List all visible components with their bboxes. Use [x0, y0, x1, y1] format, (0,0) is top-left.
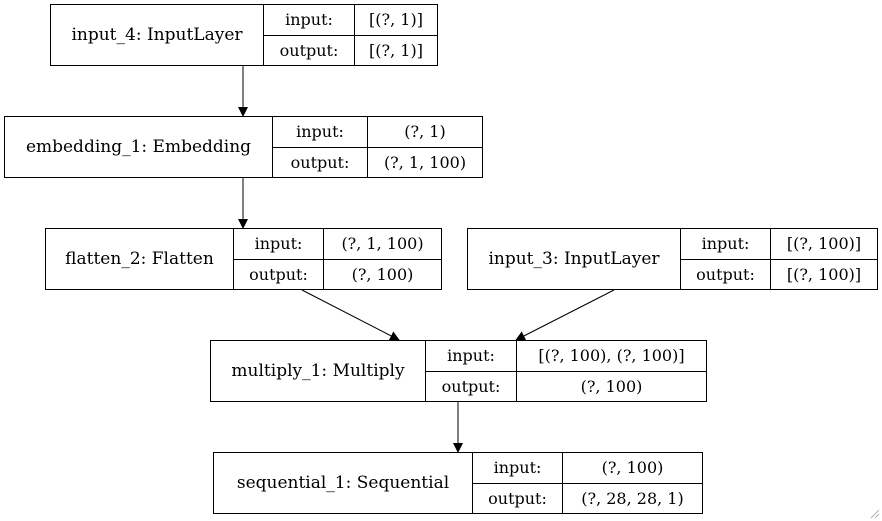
resize-grip-icon[interactable] — [870, 509, 880, 519]
input-label: input: — [681, 229, 771, 259]
input-label: input: — [426, 341, 517, 371]
input-shape: [(?, 100)] — [786, 234, 862, 254]
node-input_4: input_4: InputLayer input: [(?, 1)] outp… — [50, 4, 438, 66]
output-shape: [(?, 100)] — [786, 264, 862, 284]
output-label: output: — [273, 147, 368, 177]
node-name: sequential_1: Sequential — [214, 453, 473, 513]
output-label: output: — [681, 259, 771, 289]
input-label: input: — [273, 117, 368, 147]
input-shape: (?, 100) — [601, 458, 664, 478]
node-flatten_2: flatten_2: Flatten input: (?, 1, 100) ou… — [45, 228, 442, 290]
input-label: input: — [473, 453, 563, 483]
output-shape: (?, 1, 100) — [383, 152, 467, 172]
node-sequential_1: sequential_1: Sequential input: (?, 100)… — [213, 452, 703, 514]
output-shape: (?, 100) — [351, 264, 414, 284]
node-name: embedding_1: Embedding — [5, 117, 273, 177]
output-shape: (?, 100) — [580, 376, 643, 396]
output-label: output: — [426, 371, 517, 401]
node-name: input_3: InputLayer — [468, 229, 681, 289]
input-shape: (?, 1) — [404, 122, 446, 142]
input-shape: [(?, 100), (?, 100)] — [538, 346, 685, 366]
output-shape: (?, 28, 28, 1) — [581, 488, 684, 508]
output-label: output: — [473, 483, 563, 513]
edge-input_3-multiply_1 — [515, 289, 615, 341]
node-name: flatten_2: Flatten — [46, 229, 234, 289]
input-label: input: — [234, 229, 324, 259]
input-shape: [(?, 1)] — [369, 10, 423, 30]
output-shape: [(?, 1)] — [369, 40, 423, 60]
output-label: output: — [264, 35, 355, 65]
edge-flatten_2-multiply_1 — [301, 289, 400, 341]
node-name: multiply_1: Multiply — [211, 341, 426, 401]
output-label: output: — [234, 259, 324, 289]
node-name: input_4: InputLayer — [51, 5, 264, 65]
node-multiply_1: multiply_1: Multiply input: [(?, 100), (… — [210, 340, 707, 402]
node-input_3: input_3: InputLayer input: [(?, 100)] ou… — [467, 228, 878, 290]
node-embedding_1: embedding_1: Embedding input: (?, 1) out… — [4, 116, 483, 178]
input-label: input: — [264, 5, 355, 35]
input-shape: (?, 1, 100) — [341, 234, 424, 254]
